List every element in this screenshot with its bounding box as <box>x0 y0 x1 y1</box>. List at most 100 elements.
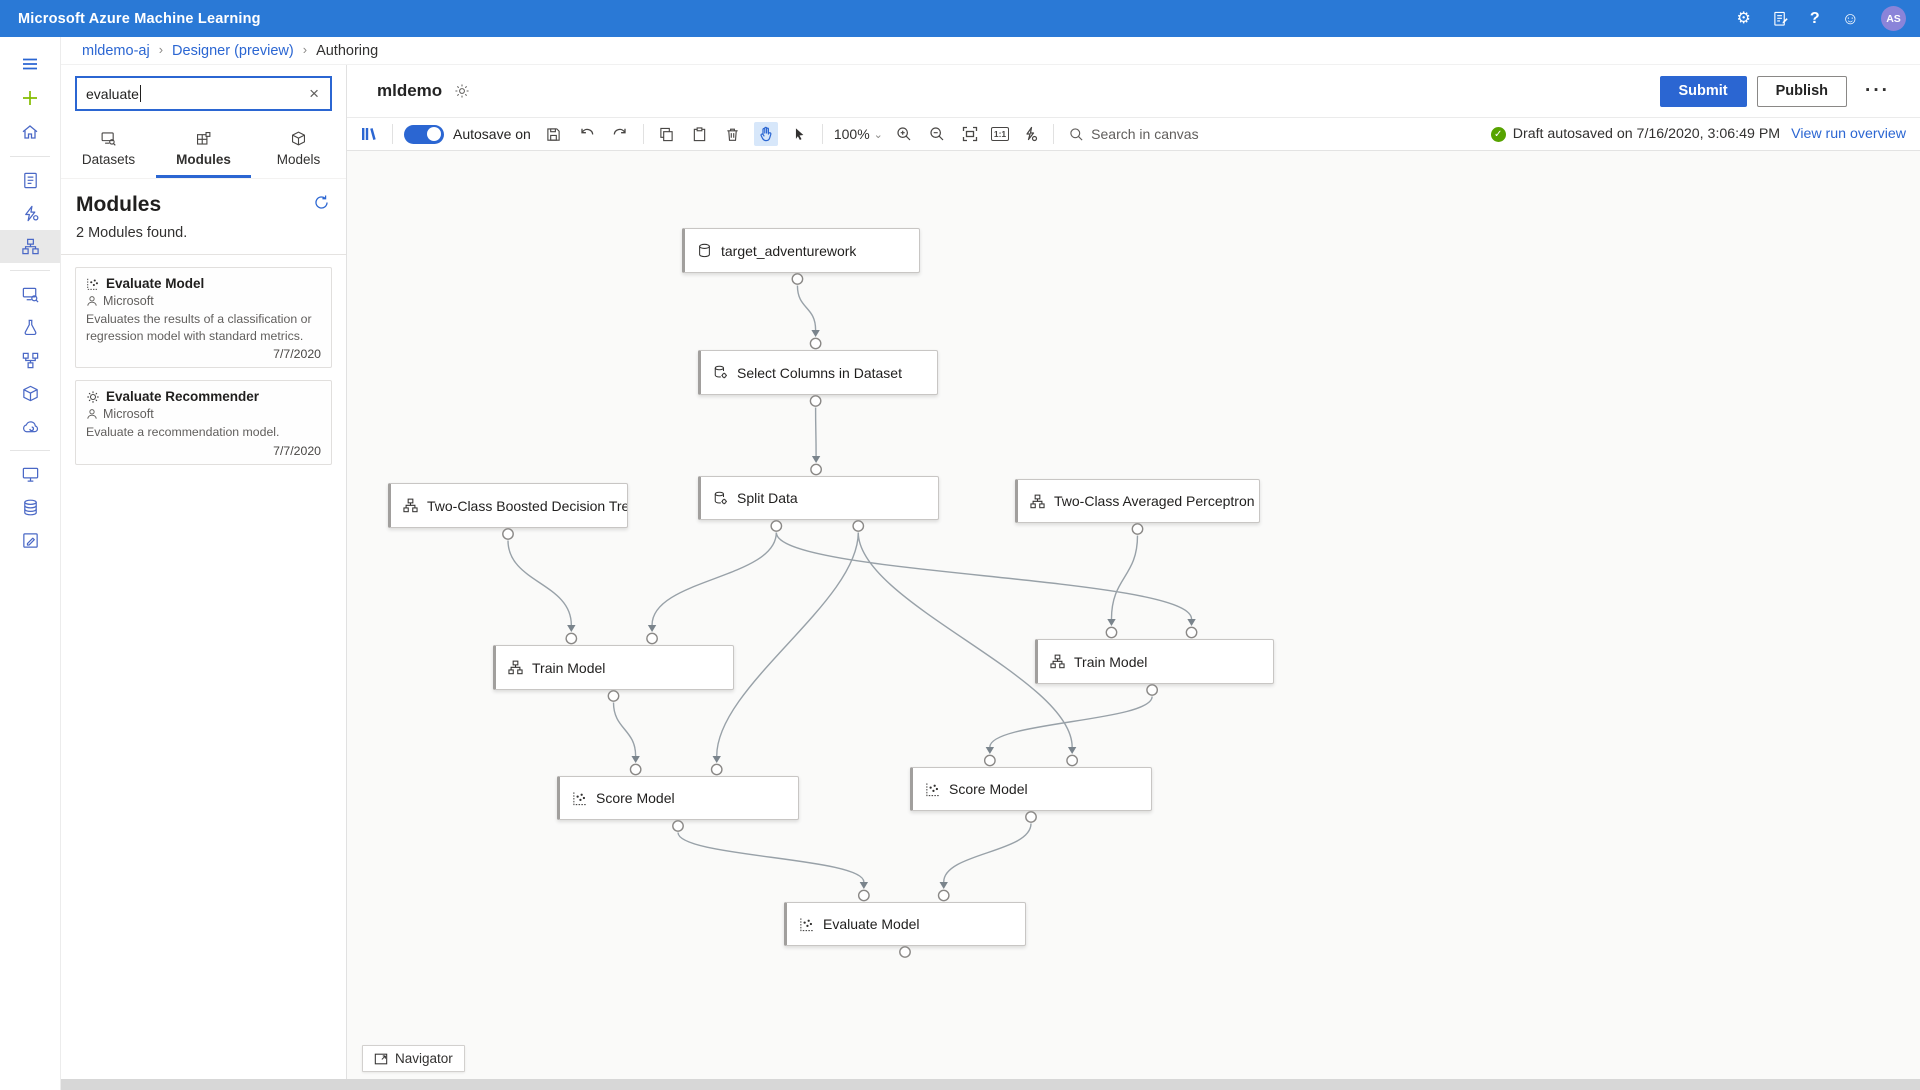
submit-button[interactable]: Submit <box>1659 75 1747 107</box>
horizontal-scrollbar[interactable] <box>61 1079 1920 1090</box>
delete-icon[interactable] <box>721 122 745 146</box>
module-card-evaluate-model[interactable]: Evaluate Model Microsoft Evaluates the r… <box>75 267 332 369</box>
more-options-icon[interactable]: ··· <box>1865 80 1890 101</box>
pipeline-node-n6[interactable]: Train Model <box>1035 639 1274 684</box>
zoom-level-dropdown[interactable]: 100% ⌄ <box>834 126 883 142</box>
chevron-right-icon: › <box>158 42 164 57</box>
notebooks-icon[interactable] <box>0 164 60 197</box>
refresh-icon[interactable] <box>313 194 330 216</box>
publish-button[interactable]: Publish <box>1756 75 1848 107</box>
experiments-icon[interactable] <box>0 311 60 344</box>
tab-datasets[interactable]: Datasets <box>61 121 156 178</box>
node-label: Split Data <box>737 490 798 506</box>
pipeline-title: mldemo <box>377 81 443 100</box>
tab-modules[interactable]: Modules <box>156 121 251 178</box>
pan-hand-icon[interactable] <box>753 122 778 146</box>
search-icon <box>1070 127 1083 141</box>
fit-to-screen-icon[interactable] <box>958 122 982 146</box>
pipelines-icon[interactable] <box>0 344 60 377</box>
app-title: Microsoft Azure Machine Learning <box>18 10 261 27</box>
pipeline-node-n2[interactable]: Split Data <box>698 476 939 520</box>
module-card-title: Evaluate Model <box>106 276 205 291</box>
breadcrumb-workspace[interactable]: mldemo-aj <box>82 42 150 59</box>
node-label: Two-Class Boosted Decision Tree <box>427 497 627 514</box>
clear-search-icon[interactable]: × <box>309 83 319 103</box>
dbgear-node-icon <box>713 491 728 506</box>
help-icon[interactable]: ? <box>1809 9 1820 27</box>
navigator-icon <box>374 1053 388 1064</box>
breadcrumb-designer[interactable]: Designer (preview) <box>172 42 294 59</box>
module-card-title: Evaluate Recommender <box>106 389 260 405</box>
feedback-form-icon[interactable] <box>1773 11 1788 27</box>
canvas-search-input[interactable]: Search in canvas <box>1069 126 1199 142</box>
tab-models[interactable]: Models <box>251 121 346 178</box>
view-run-overview-link[interactable]: View run overview <box>1791 126 1906 142</box>
tree-node-icon <box>1030 494 1045 509</box>
pipeline-node-n0[interactable]: target_adventurework <box>682 228 920 273</box>
pipeline-node-n8[interactable]: Score Model <box>910 767 1152 811</box>
tree-node-icon <box>403 498 418 513</box>
paste-icon[interactable] <box>688 122 712 146</box>
tab-label: Modules <box>176 152 231 167</box>
pipeline-node-n9[interactable]: Evaluate Model <box>784 902 1026 946</box>
autosave-label: Autosave on <box>453 126 531 142</box>
compute-icon[interactable] <box>0 458 60 491</box>
module-card-date: 7/7/2020 <box>273 443 321 458</box>
settings-gear-icon[interactable]: ⚙ <box>1736 9 1751 27</box>
autosave-toggle[interactable] <box>404 124 444 144</box>
person-icon <box>87 296 97 306</box>
graph-run-icon[interactable] <box>1018 122 1042 146</box>
pipeline-node-n1[interactable]: Select Columns in Dataset <box>698 350 938 395</box>
copy-icon[interactable] <box>655 122 679 146</box>
node-label: Score Model <box>596 790 675 806</box>
dbgear-node-icon <box>713 365 728 380</box>
node-label: Select Columns in Dataset <box>737 364 902 381</box>
undo-icon[interactable] <box>575 122 599 146</box>
node-label: target_adventurework <box>721 242 857 259</box>
pipeline-node-n3[interactable]: Two-Class Boosted Decision Tree <box>388 483 628 528</box>
module-card-evaluate-recommender[interactable]: Evaluate Recommender Microsoft Evaluate … <box>75 380 332 465</box>
models-nav-icon[interactable] <box>0 377 60 410</box>
datastores-icon[interactable] <box>0 491 60 524</box>
node-label: Two-Class Averaged Perceptron <box>1054 493 1255 509</box>
text-caret <box>139 85 141 102</box>
panel-tabs: Datasets Modules Models <box>61 121 346 179</box>
breadcrumb-authoring: Authoring <box>316 42 379 59</box>
zoom-in-icon[interactable] <box>892 122 916 146</box>
canvas-column: mldemo Submit Publish ··· <box>347 65 1920 1090</box>
module-search-input[interactable]: evaluate × <box>75 76 332 111</box>
scatter-node-icon <box>925 782 940 797</box>
tree-node-icon <box>508 660 523 675</box>
labeling-icon[interactable] <box>0 524 60 557</box>
node-label: Score Model <box>949 781 1028 797</box>
module-browser-panel: evaluate × Datasets Modules <box>61 65 347 1090</box>
zoom-level-value: 100% <box>833 126 870 142</box>
top-bar: Microsoft Azure Machine Learning ⚙ ? ☺ A… <box>0 0 1920 37</box>
result-count: 2 Modules found. <box>76 225 188 241</box>
new-plus-icon[interactable] <box>0 81 60 115</box>
hamburger-menu-icon[interactable] <box>0 47 60 81</box>
smiley-feedback-icon[interactable]: ☺ <box>1841 9 1859 28</box>
models-icon <box>291 131 306 146</box>
pipeline-node-n4[interactable]: Two-Class Averaged Perceptron <box>1015 479 1260 523</box>
collapse-panel-icon[interactable] <box>357 122 381 146</box>
user-avatar[interactable]: AS <box>1881 6 1906 31</box>
navigator-button[interactable]: Navigator <box>362 1045 465 1072</box>
actual-size-icon[interactable]: 1:1 <box>990 127 1010 141</box>
automated-ml-icon[interactable] <box>0 197 60 230</box>
save-icon[interactable] <box>542 122 566 146</box>
pipeline-node-n7[interactable]: Score Model <box>557 776 799 820</box>
pipeline-node-n5[interactable]: Train Model <box>493 645 734 690</box>
pipeline-settings-gear-icon[interactable] <box>454 83 470 99</box>
zoom-out-icon[interactable] <box>925 122 949 146</box>
topbar-actions: ⚙ ? ☺ AS <box>1737 6 1906 31</box>
datasets-nav-icon[interactable] <box>0 278 60 311</box>
chevron-right-icon: › <box>302 42 308 57</box>
select-cursor-icon[interactable] <box>787 122 811 146</box>
redo-icon[interactable] <box>608 122 632 146</box>
home-icon[interactable] <box>0 115 60 149</box>
autosave-status-text: Draft autosaved on 7/16/2020, 3:06:49 PM <box>1512 126 1781 142</box>
designer-icon[interactable] <box>0 230 60 263</box>
endpoints-icon[interactable] <box>0 410 60 443</box>
